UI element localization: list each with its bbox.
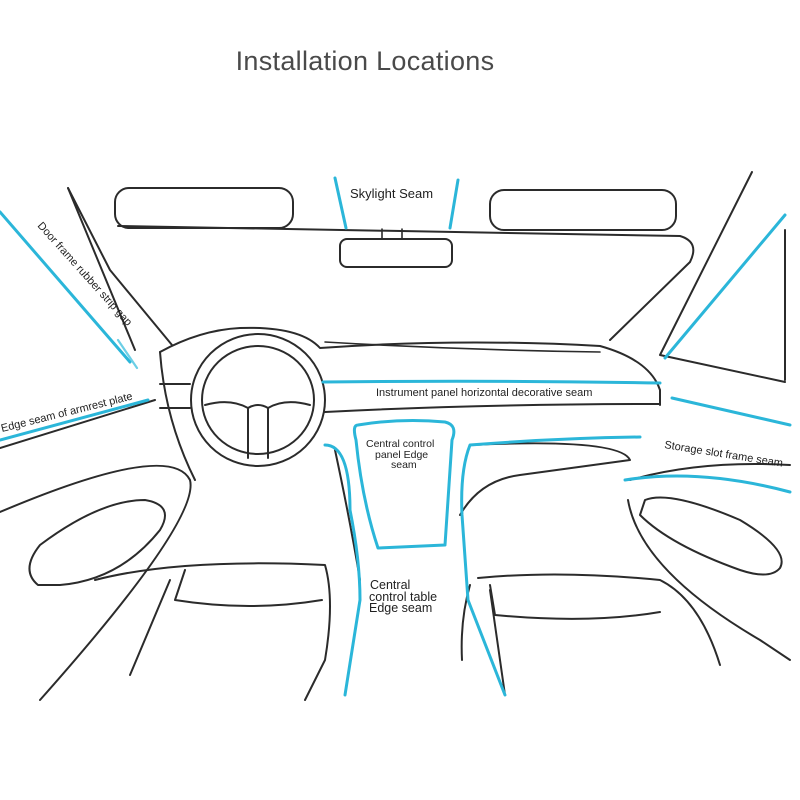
label-door-frame: Door frame rubber strip gap [35,220,134,328]
armrest-edge-seam [0,398,150,442]
right-door-panel [627,463,791,661]
left-armrest [28,499,166,586]
skylight-seam-right [448,178,460,230]
center-console-right [459,442,631,516]
label-central-panel-3: seam [391,459,417,471]
label-central-panel-2: panel Edge [375,449,428,461]
rearview-mirror [339,238,453,268]
left-a-pillar [67,187,136,351]
left-door-panel [0,399,192,701]
central-control-panel-seam [352,419,456,550]
steering-wheel-inner [201,345,315,455]
dashboard-top [159,326,661,406]
instrument-panel-seam [321,379,662,385]
dashboard-left-edge [159,351,196,481]
central-table-right-seam [460,435,642,697]
left-door-frame-seam [0,210,132,364]
storage-slot-lower-seam [623,474,792,494]
dashboard-inner-line [324,341,601,353]
right-armrest [639,496,783,576]
label-instrument-panel: Instrument panel horizontal decorative s… [376,387,592,399]
instrument-panel-lower [324,403,661,413]
steering-wheel-spokes [204,401,311,459]
door-seam-highlight [116,338,139,370]
label-central-panel-1: Central control [366,438,434,450]
left-sun-visor [114,187,294,229]
mirror-stem [381,228,403,240]
central-table-left-seam [323,443,362,697]
skylight-seam-left [333,176,348,230]
storage-slot-seam [670,396,792,427]
steering-wheel-outer [190,333,326,467]
label-skylight-seam: Skylight Seam [350,186,433,201]
diagram-title: Installation Locations [235,46,495,76]
right-sun-visor [489,189,677,231]
label-central-table-2: control table [369,590,437,604]
right-seat [460,573,721,696]
right-door-frame-seam [663,213,787,360]
left-seat [94,562,331,701]
right-a-pillar [659,171,786,383]
label-central-table-1: Central [370,578,410,592]
label-central-table-3: Edge seam [369,601,432,615]
